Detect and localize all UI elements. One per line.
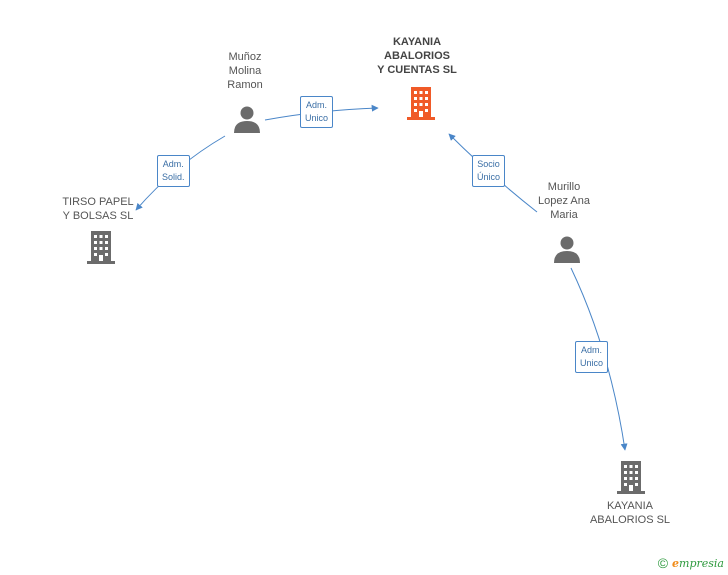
label-line: Y BOLSAS SL [62,210,134,222]
company-label-kayania-sl[interactable]: KAYANIA ABALORIOS SL [580,499,680,527]
label-line: Maria [550,209,578,221]
building-icon[interactable] [404,85,438,121]
person-label-murillo[interactable]: Murillo Lopez Ana Maria [526,180,602,222]
edge-label-line: Socio [477,159,500,169]
brand-initial: e [672,556,680,570]
label-line: KAYANIA [606,500,654,512]
brand-rest: mpresia [679,556,724,570]
label-line: Molina [228,65,262,77]
edge-label-murillo-kayania[interactable]: Socio Único [472,155,506,187]
label-line: Ramon [227,79,263,91]
edge-label-line: Adm. [162,159,184,169]
building-icon[interactable] [614,459,648,495]
label-line: TIRSO PAPEL [62,196,134,208]
label-line: ABALORIOS SL [589,514,671,526]
edge-label-munoz-tirso[interactable]: Adm. Solid. [157,155,190,187]
edge-label-line: Adm. [581,345,603,355]
person-icon[interactable] [552,234,582,264]
edge-label-line: Unico [580,358,604,368]
company-label-tirso[interactable]: TIRSO PAPEL Y BOLSAS SL [52,195,144,223]
edge-label-murillo-kayaniasl[interactable]: Adm. Unico [575,341,609,373]
edge-label-line: Solid. [162,172,185,182]
edge-label-line: Adm. [306,100,328,110]
label-line: ABALORIOS [384,50,450,62]
copyright-icon: © [657,555,669,571]
person-label-munoz[interactable]: Muñoz Molina Ramon [207,50,283,92]
empresia-footer[interactable]: © empresia [658,555,724,571]
company-label-kayania-main[interactable]: KAYANIA ABALORIOS Y CUENTAS SL [366,35,468,77]
building-icon[interactable] [84,229,118,265]
label-line: Muñoz [228,51,262,63]
label-line: Y CUENTAS SL [377,64,457,76]
edge-label-line: Unico [305,113,329,123]
brand-logo: empresia [672,557,724,570]
person-icon[interactable] [232,104,262,134]
edge-label-munoz-kayania[interactable]: Adm. Unico [300,96,334,128]
label-line: KAYANIA [392,36,442,48]
label-line: Lopez Ana [538,195,590,207]
edge-label-line: Único [477,172,501,182]
label-line: Murillo [547,181,581,193]
